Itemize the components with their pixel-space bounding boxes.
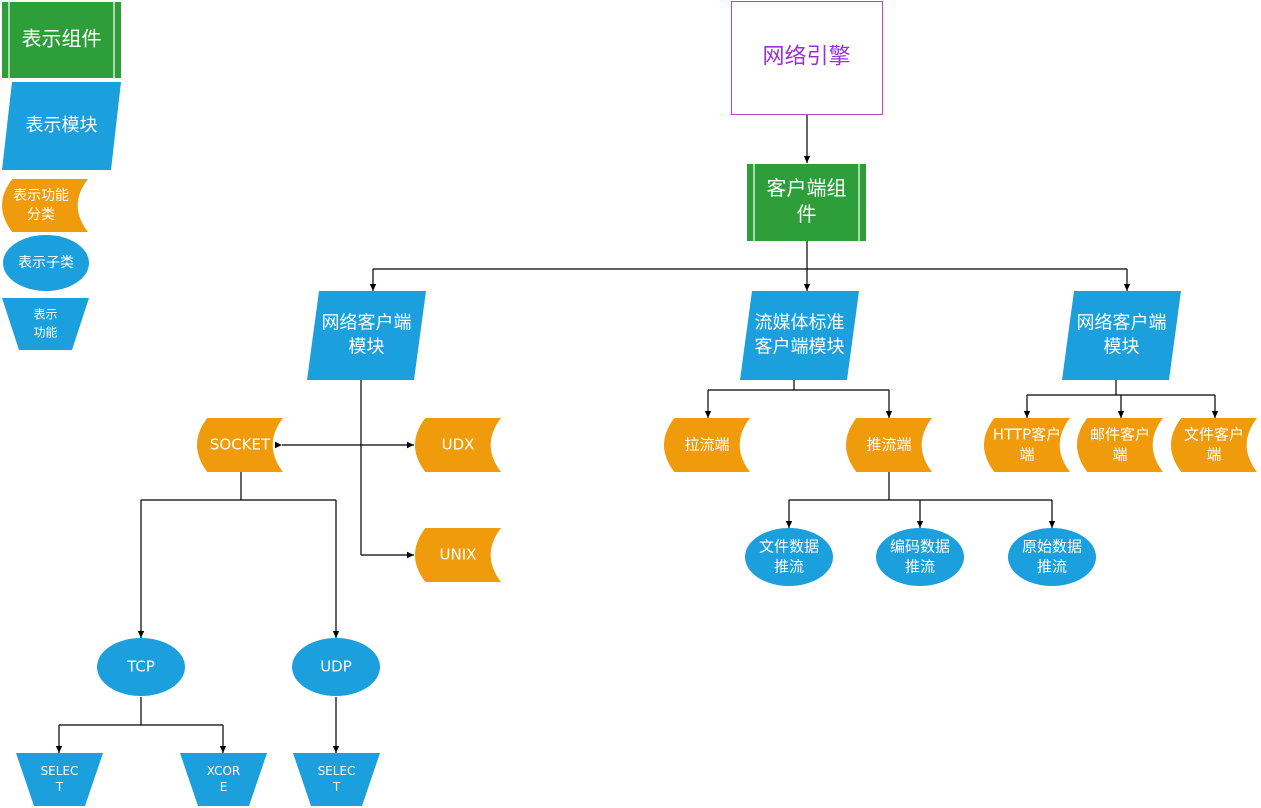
- legend-category-label-line: 分类: [27, 207, 55, 223]
- node-client-component-label-line: 客户端组: [767, 176, 847, 200]
- node-udp-select-label-line: T: [332, 780, 341, 794]
- node-file-client-label-line: 文件客户: [1184, 426, 1244, 444]
- node-udp-select[interactable]: SELEC T: [293, 753, 380, 806]
- legend-component[interactable]: 表示组件: [2, 2, 121, 78]
- node-udx-label-line: UDX: [442, 436, 475, 454]
- legend-subclass[interactable]: 表示子类: [3, 235, 89, 291]
- node-udp-label-line: UDP: [320, 658, 352, 676]
- node-encode-push-label-line: 推流: [905, 558, 935, 576]
- node-http-client-label-line: HTTP客户: [993, 426, 1061, 444]
- node-tcp-select-label-line: T: [55, 780, 64, 794]
- connector-lines: [55, 115, 1219, 753]
- node-pull-end-label-line: 拉流端: [684, 436, 729, 454]
- node-engine-label-line: 网络引擎: [762, 45, 850, 70]
- node-encode-push-label-line: 编码数据: [890, 538, 950, 556]
- node-tcp-select-label-line: SELEC: [41, 764, 79, 778]
- node-mail-client-label-line: 邮件客户: [1090, 426, 1150, 444]
- node-unix[interactable]: UNIX: [415, 528, 501, 582]
- node-file-client-label-line: 端: [1206, 446, 1221, 464]
- node-udp[interactable]: UDP: [292, 638, 380, 696]
- node-http-client-label-line: 端: [1019, 446, 1034, 464]
- node-tcp[interactable]: TCP: [97, 638, 185, 696]
- node-udx[interactable]: UDX: [415, 418, 501, 472]
- node-net-client-module-b-label-line: 网络客户端: [1077, 313, 1167, 334]
- node-tcp-xcore-label-line: E: [220, 780, 228, 794]
- legend-component-label-line: 表示组件: [22, 27, 102, 51]
- node-net-client-module-a-label-line: 网络客户端: [322, 313, 412, 334]
- node-unix-label-line: UNIX: [440, 546, 477, 564]
- node-engine[interactable]: 网络引擎: [731, 1, 883, 115]
- node-push-end[interactable]: 推流端: [846, 418, 932, 472]
- legend-module-label-line: 表示模块: [26, 115, 98, 136]
- node-udp-select-label-line: SELEC: [318, 764, 356, 778]
- node-file-push-label-line: 文件数据: [759, 538, 819, 556]
- legend-category-label-line: 表示功能: [13, 188, 69, 204]
- node-socket-label-line: SOCKET: [210, 436, 271, 454]
- node-push-end-label-line: 推流端: [866, 436, 911, 454]
- node-socket[interactable]: SOCKET: [197, 418, 283, 472]
- node-stream-module-label-line: 流媒体标准: [755, 313, 845, 334]
- legend-subclass-label-line: 表示子类: [18, 255, 74, 271]
- node-tcp-select[interactable]: SELEC T: [16, 753, 103, 806]
- node-net-client-module-b-label-line: 模块: [1104, 337, 1140, 358]
- node-client-component-label-line: 件: [797, 202, 817, 226]
- legend-function-label-line: 功能: [33, 326, 57, 340]
- legend-function-label-line: 表示: [33, 308, 57, 322]
- node-file-push-label-line: 推流: [774, 558, 804, 576]
- node-tcp-label-line: TCP: [126, 658, 155, 676]
- node-raw-push-label-line: 推流: [1037, 558, 1067, 576]
- node-tcp-xcore[interactable]: XCOR E: [180, 753, 267, 806]
- legend-module[interactable]: 表示模块: [2, 82, 121, 170]
- node-net-client-module-a-label-line: 模块: [349, 337, 385, 358]
- node-stream-module-label-line: 客户端模块: [755, 337, 845, 358]
- legend-function[interactable]: 表示功能: [2, 298, 89, 350]
- node-mail-client-label-line: 端: [1112, 446, 1127, 464]
- node-tcp-xcore-label-line: XCOR: [207, 764, 241, 778]
- node-pull-end[interactable]: 拉流端: [664, 418, 750, 472]
- node-raw-push-label-line: 原始数据: [1022, 538, 1082, 556]
